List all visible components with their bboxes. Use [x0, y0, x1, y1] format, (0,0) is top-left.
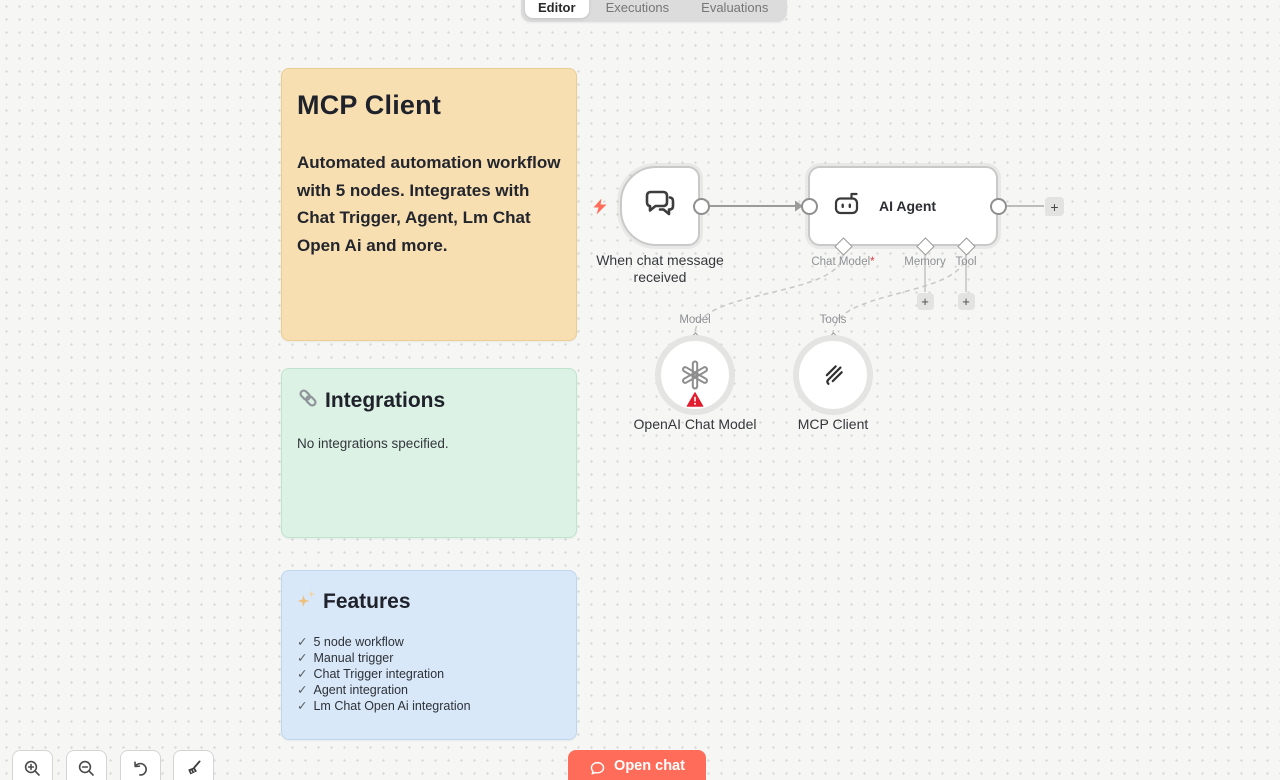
- link-icon: [297, 387, 319, 414]
- undo-button[interactable]: [120, 750, 161, 780]
- view-tabbar: Editor Executions Evaluations: [521, 0, 788, 22]
- chat-model-port-label: Chat Model*: [811, 256, 875, 268]
- sticky-note-integrations[interactable]: Integrations No integrations specified.: [281, 368, 577, 538]
- note-title: Integrations: [325, 388, 446, 412]
- broom-icon: [184, 759, 203, 780]
- open-chat-label: Open chat: [614, 758, 685, 774]
- feature-item: ✓5 node workflow: [297, 635, 404, 649]
- agent-node-title: AI Agent: [879, 198, 937, 214]
- node-chat-trigger[interactable]: [620, 166, 700, 246]
- note-title: Features: [323, 589, 411, 613]
- tab-executions[interactable]: Executions: [605, 0, 670, 15]
- note-title: MCP Client: [297, 90, 442, 120]
- sticky-note-features[interactable]: Features ✓5 node workflow ✓Manual trigge…: [281, 570, 577, 740]
- zoom-in-button[interactable]: [12, 750, 53, 780]
- tab-evaluations[interactable]: Evaluations: [701, 0, 769, 15]
- openai-node-label: OpenAI Chat Model: [633, 416, 757, 432]
- tidy-up-button[interactable]: [173, 750, 214, 780]
- tool-port-label: Tool: [955, 256, 977, 268]
- add-memory-button[interactable]: +: [916, 293, 934, 310]
- warning-icon: [686, 392, 704, 407]
- memory-port-label: Memory: [904, 256, 946, 268]
- zoom-in-icon: [23, 759, 42, 780]
- robot-icon: [832, 189, 862, 224]
- add-node-button[interactable]: +: [1045, 197, 1064, 216]
- zoom-out-icon: [77, 759, 96, 780]
- zoom-out-button[interactable]: [66, 750, 107, 780]
- node-openai-chat-model[interactable]: [655, 335, 735, 415]
- node-ai-agent[interactable]: AI Agent: [808, 166, 998, 246]
- feature-item: ✓Manual trigger: [297, 651, 394, 665]
- mcp-icon: [818, 360, 848, 390]
- trigger-output-port[interactable]: [692, 197, 710, 215]
- undo-icon: [131, 759, 150, 780]
- chat-bubbles-icon: [640, 184, 680, 229]
- tab-editor[interactable]: Editor: [525, 0, 589, 18]
- add-tool-button[interactable]: +: [957, 293, 975, 310]
- mcp-tools-port-label: Tools: [819, 314, 847, 326]
- feature-item: ✓Lm Chat Open Ai integration: [297, 699, 471, 713]
- sparkles-icon: [297, 589, 317, 614]
- sticky-note-mcp-client[interactable]: MCP Client Automated automation workflow…: [281, 68, 577, 341]
- node-mcp-client[interactable]: [793, 335, 873, 415]
- agent-output-port[interactable]: [989, 197, 1007, 215]
- mcp-node-label: MCP Client: [797, 416, 869, 432]
- chat-icon: [589, 760, 606, 777]
- openai-icon: [678, 358, 712, 392]
- trigger-bolt-icon: [592, 198, 608, 215]
- openai-model-port-label: Model: [679, 314, 711, 326]
- trigger-node-label: When chat message received: [596, 252, 724, 286]
- feature-item: ✓Chat Trigger integration: [297, 667, 445, 681]
- note-body: Automated automation workflow with 5 nod…: [297, 153, 561, 255]
- note-body: No integrations specified.: [297, 436, 449, 451]
- open-chat-button[interactable]: Open chat: [568, 750, 706, 780]
- feature-list: ✓5 node workflow ✓Manual trigger ✓Chat T…: [297, 634, 561, 714]
- agent-input-port[interactable]: [800, 197, 818, 215]
- required-asterisk: *: [870, 256, 875, 268]
- feature-item: ✓Agent integration: [297, 683, 408, 697]
